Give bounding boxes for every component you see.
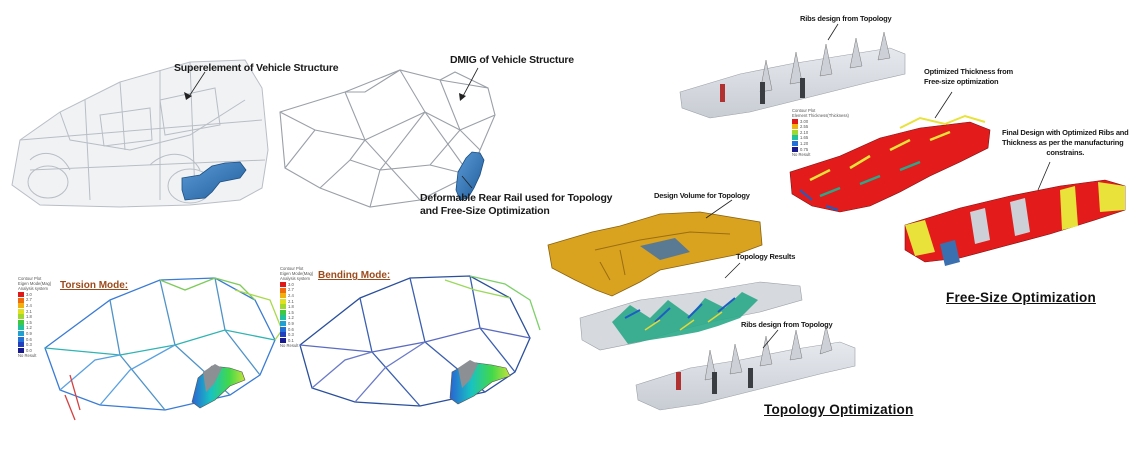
thickness-legend-value: 2.10 — [800, 129, 809, 135]
ribs-freesize-label: Ribs design from Topology — [800, 14, 892, 23]
rear-rail-arrow — [461, 175, 473, 189]
topology-results-arrow — [724, 262, 741, 279]
design-volume-image — [547, 211, 763, 297]
bending-legend-value: 1.2 — [288, 315, 294, 321]
bending-legend-header-3: Analysis system — [280, 276, 311, 282]
rear-rail-label: Deformable Rear Rail used for Topology a… — [420, 192, 613, 218]
final-design-line3: constrains. — [1046, 148, 1085, 157]
torsion-legend-value: 2.4 — [26, 302, 32, 308]
superelement-label: Superelement of Vehicle Structure — [174, 62, 339, 74]
dmig-arrowhead — [459, 93, 466, 101]
rear-rail-dmig — [455, 151, 485, 201]
thickness-label: Optimized Thickness from Free-size optim… — [924, 67, 1013, 87]
rear-rail-on-car — [181, 161, 247, 201]
topology-section-title: Topology Optimization — [764, 402, 914, 417]
torsion-legend-value: 0.6 — [26, 336, 32, 342]
optimized-thickness-image — [789, 114, 991, 213]
ribs-freesize-arrow — [827, 23, 839, 41]
torsion-legend-header-2: Eigen Mode(Mag) — [18, 281, 52, 287]
final-design-line1: Final Design with Optimized Ribs and — [1002, 128, 1129, 137]
bending-legend-header-2: Eigen Mode(Mag) — [280, 271, 314, 277]
ribs-topology-arrow — [762, 329, 779, 349]
topology-results-label: Topology Results — [736, 252, 796, 261]
torsion-legend-value: 2.1 — [26, 308, 32, 314]
bending-rail-grey — [458, 360, 478, 388]
torsion-rail-grey — [203, 364, 222, 392]
thickness-legend-value: 1.65 — [800, 135, 809, 141]
thickness-label-line2: Free-size optimization — [924, 77, 999, 86]
bending-legend-value: 0.1 — [288, 337, 294, 343]
thickness-legend-header-1: Contour Plot — [792, 108, 816, 113]
torsion-legend-footer: No Result — [18, 353, 37, 359]
ribs-design-freesize-image — [679, 31, 906, 119]
torsion-legend-value: 0.9 — [26, 330, 32, 336]
torsion-legend-value: 1.2 — [26, 325, 32, 331]
torsion-legend-header-3: Analysis system — [18, 286, 49, 292]
bending-mode-label: Bending Mode: — [318, 270, 391, 281]
design-volume-label: Design Volume for Topology — [654, 191, 750, 200]
design-volume-arrow — [705, 199, 733, 219]
torsion-legend-header-1: Contour Plot — [18, 276, 42, 281]
superelement-arrowhead — [184, 92, 192, 100]
bending-legend-value: 1.5 — [288, 309, 294, 315]
torsion-mode-label: Torsion Mode: — [60, 280, 129, 291]
bending-legend-value: 0.3 — [288, 332, 294, 338]
thickness-legend-footer: No Result — [792, 151, 811, 157]
thickness-label-line1: Optimized Thickness from — [924, 67, 1013, 76]
final-design-line2: Thickness as per the manufacturing — [1002, 138, 1124, 147]
torsion-legend-value: 0.3 — [26, 342, 32, 348]
thickness-legend-value: 2.55 — [800, 124, 809, 130]
thickness-legend-value: 3.00 — [800, 118, 809, 124]
dmig-label: DMIG of Vehicle Structure — [450, 54, 574, 66]
bending-legend-value: 2.1 — [288, 298, 294, 304]
bending-legend-value: 2.4 — [288, 292, 294, 298]
bending-legend-value: 0.9 — [288, 320, 294, 326]
ribs-design-topology-image — [635, 325, 856, 411]
superelement-arrow — [187, 71, 206, 99]
torsion-legend-value: 1.8 — [26, 314, 32, 320]
rear-rail-label-line1: Deformable Rear Rail used for Topology — [420, 192, 613, 204]
torsion-mode-wireframe — [44, 277, 283, 421]
torsion-legend-value: 0.0 — [26, 347, 32, 353]
torsion-legend-value: 1.5 — [26, 319, 32, 325]
bending-legend-value: 3.0 — [288, 281, 294, 287]
final-design-image — [904, 179, 1126, 266]
freesize-section-title: Free-Size Optimization — [946, 290, 1096, 305]
thickness-legend-value: 1.20 — [800, 140, 809, 146]
ribs-topology-label: Ribs design from Topology — [741, 320, 833, 329]
thickness-legend-header-2: Element Thickness(Thickness) — [792, 113, 849, 119]
bending-legend-header-1: Contour Plot — [280, 266, 304, 271]
bending-legend-value: 0.6 — [288, 326, 294, 332]
thickness-legend: Contour Plot Element Thickness(Thickness… — [792, 108, 852, 157]
car-superelement-image — [11, 59, 269, 208]
thickness-legend-value: 0.75 — [800, 146, 809, 152]
bending-legend: Contour Plot Eigen Mode(Mag) Analysis sy… — [280, 266, 318, 348]
torsion-legend-value: 2.7 — [26, 297, 32, 303]
topology-results-image — [579, 281, 803, 351]
torsion-legend-value: 3.0 — [26, 291, 32, 297]
torsion-legend: Contour Plot Eigen Mode(Mag) Analysis sy… — [18, 276, 56, 358]
final-design-arrow — [1037, 161, 1051, 191]
thickness-arrow — [934, 91, 953, 119]
final-design-label: Final Design with Optimized Ribs and Thi… — [1002, 128, 1129, 158]
rear-rail-label-line2: and Free-Size Optimization — [420, 205, 550, 217]
bending-legend-footer: No Result — [280, 343, 299, 349]
bending-mode-wireframe — [299, 275, 541, 407]
bending-legend-value: 1.8 — [288, 304, 294, 310]
dmig-arrow — [461, 67, 479, 99]
bending-legend-value: 2.7 — [288, 287, 294, 293]
